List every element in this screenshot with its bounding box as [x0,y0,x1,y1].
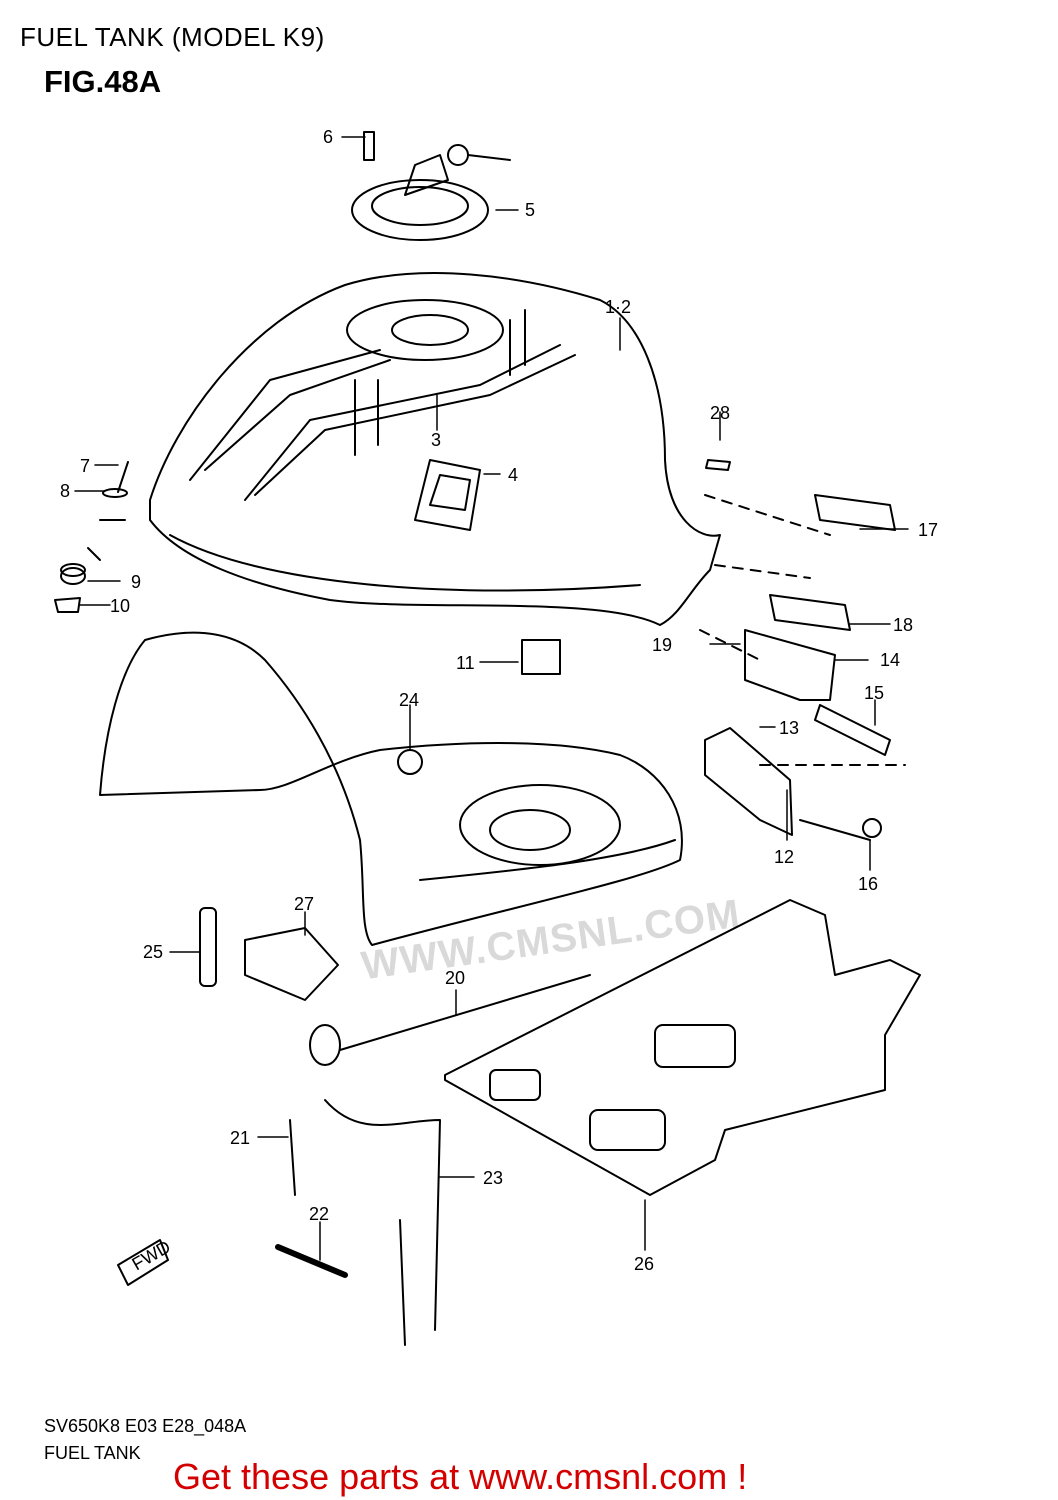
strap-25 [199,907,217,987]
hoses-21-23 [289,1099,441,1346]
figure-label: FIG.48A [44,64,162,99]
callout-23: 23 [483,1168,503,1188]
callout-18: 18 [893,615,913,635]
leader-lines [74,136,909,1261]
callout-25: 25 [143,942,163,962]
diagram-name: FUEL TANK [44,1443,141,1463]
callout-22: 22 [309,1204,329,1224]
bolt-16 [799,819,871,841]
damper-18 [769,594,851,631]
callout-1-2: 1·2 [605,297,631,317]
callout-7: 7 [80,456,90,476]
callout-5: 5 [525,200,535,220]
diagram-code: SV650K8 E03 E28_048A [44,1416,247,1436]
callout-9: 9 [131,572,141,592]
callout-24: 24 [399,690,419,710]
callout-17: 17 [918,520,938,540]
tank-lower-shell [99,631,683,946]
callout-20: 20 [445,968,465,988]
pipe-15 [814,704,891,756]
get-parts-link[interactable]: Get these parts at www.cmsnl.com ! [173,1456,748,1497]
callout-3: 3 [431,430,441,450]
callout-26: 26 [634,1254,654,1274]
fuel-cap [351,131,511,241]
callout-12: 12 [774,847,794,867]
callout-11: 11 [456,653,475,673]
hinge-12 [704,727,793,836]
fwd-arrow-icon [117,1239,169,1286]
fwd-label: FWD [128,1236,173,1274]
damper-17 [814,494,896,531]
callout-27: 27 [294,894,314,914]
callout-19: 19 [652,635,672,655]
pad-27 [244,927,339,1001]
callout-10: 10 [110,596,130,616]
callout-4: 4 [508,465,518,485]
cushion-11 [521,639,561,675]
callout-13: 13 [779,718,799,738]
clip-22 [275,1244,348,1278]
callout-6: 6 [323,127,333,147]
left-fasteners [54,461,129,613]
callout-8: 8 [60,481,70,501]
callout-16: 16 [858,874,878,894]
tray-26 [444,899,921,1196]
page-title: FUEL TANK (MODEL K9) [20,22,325,52]
cap-28 [705,459,731,471]
callout-28: 28 [710,403,730,423]
rod-20 [339,974,591,1051]
bracket-14 [744,629,836,701]
callout-15: 15 [864,683,884,703]
callout-21: 21 [230,1128,250,1148]
callout-14: 14 [880,650,900,670]
fuel-tank-body [149,272,721,626]
suzuki-emblem [414,459,481,531]
